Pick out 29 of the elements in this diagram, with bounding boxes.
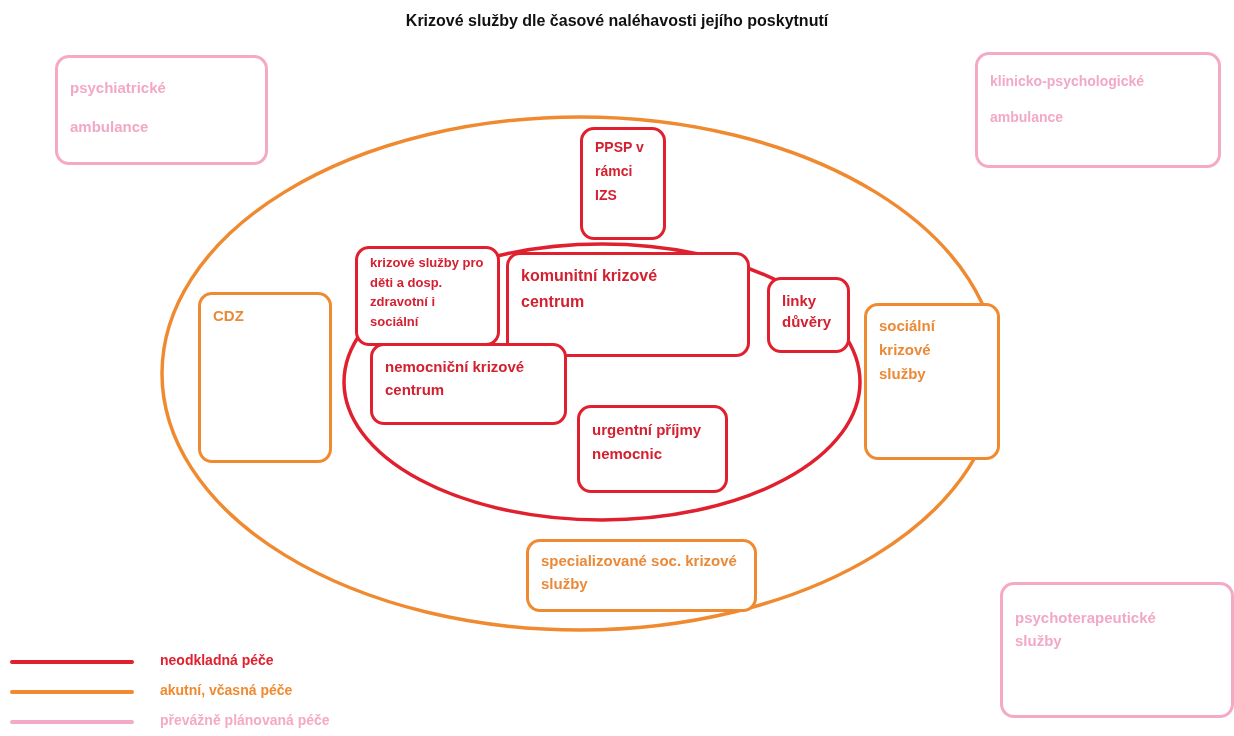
service-box [370,343,567,425]
service-box [526,539,757,612]
service-box [55,55,268,165]
service-label: nemocniční krizové centrum [385,357,526,400]
service-label: CDZ [213,306,245,326]
service-label: psychoterapeutické služby [1015,608,1157,651]
service-label: klinicko-psychologické ambulance [990,72,1146,128]
service-label: specializované soc. krizové služby [541,551,738,594]
legend-label: akutní, včasná péče [160,682,293,698]
service-label: komunitní krizové centrum [521,266,659,312]
diagram-title: Krizové služby dle časové naléhavosti jejího poskytnutí [404,12,830,30]
legend-label: převážně plánovaná péče [160,712,330,728]
service-box [506,252,750,357]
service-box [577,405,728,493]
legend-label: neodkladná péče [160,652,274,668]
service-label: psychiatrické ambulance [70,78,167,137]
service-label: sociální krizové služby [879,316,936,384]
service-label: urgentní příjmy nemocnic [592,420,703,464]
service-label: PPSP v rámci IZS [595,138,645,205]
service-box [767,277,850,353]
service-box [864,303,1000,460]
service-box [975,52,1221,168]
service-box [1000,582,1234,718]
ellipse-outline [342,242,862,522]
service-label: krizové služby pro děti a dosp. zdravotní i sociální [370,254,485,331]
service-box [355,246,500,346]
service-box [580,127,666,240]
service-box [198,292,332,463]
service-label: linky důvěry [782,291,833,332]
